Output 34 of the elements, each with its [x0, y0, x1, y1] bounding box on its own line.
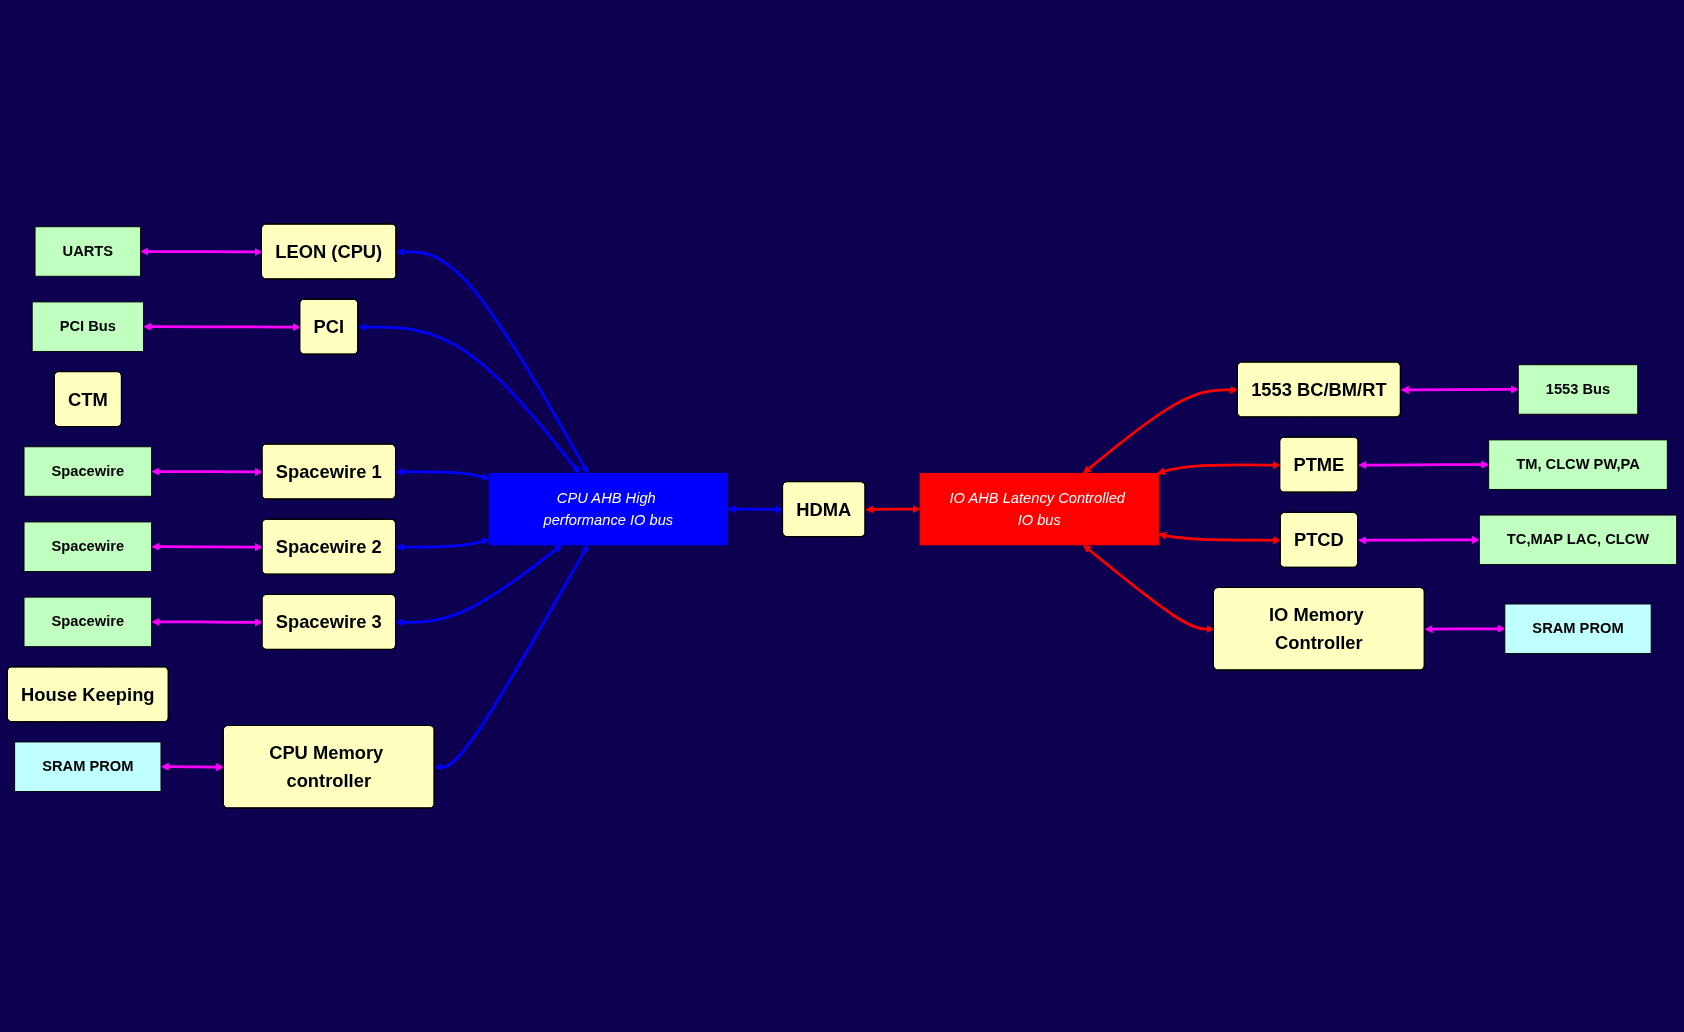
arrow	[151, 542, 263, 552]
arrow	[160, 762, 225, 772]
arrow	[1358, 460, 1490, 470]
arrow	[1083, 385, 1239, 474]
arrow	[1424, 624, 1506, 634]
node-box: CPU AHB High performance IO bus	[488, 472, 728, 546]
node-box: TM, CLCW PW,PA	[1488, 439, 1668, 490]
arrow	[396, 247, 589, 474]
arrow	[1358, 535, 1480, 545]
node-box: Spacewire	[23, 521, 153, 572]
arrow	[1400, 385, 1519, 394]
arrow	[140, 247, 263, 256]
arrow	[151, 467, 263, 476]
node-box: IO AHB Latency Controlled IO bus	[919, 472, 1159, 546]
node-box: Spacewire	[23, 596, 153, 648]
node-box: Spacewire	[23, 446, 153, 497]
node-box: TC,MAP LAC, CLCW	[1478, 514, 1678, 566]
arrow	[151, 617, 263, 627]
arrow	[727, 505, 784, 514]
arrow	[1157, 461, 1281, 475]
arrow	[865, 505, 921, 514]
node-box: PCI Bus	[31, 301, 144, 352]
arrow	[1158, 531, 1281, 545]
arrow	[395, 544, 563, 627]
node-box: SRAM PROM	[1504, 603, 1652, 654]
arrow	[143, 322, 301, 332]
arrow	[1083, 544, 1215, 634]
node-box: SRAM PROM	[14, 741, 162, 792]
node-box: UARTS	[34, 226, 142, 277]
node-box: 1553 Bus	[1517, 364, 1639, 415]
arrow	[358, 323, 580, 474]
arrow	[395, 467, 490, 481]
arrow	[395, 537, 490, 552]
arrow	[434, 544, 589, 772]
